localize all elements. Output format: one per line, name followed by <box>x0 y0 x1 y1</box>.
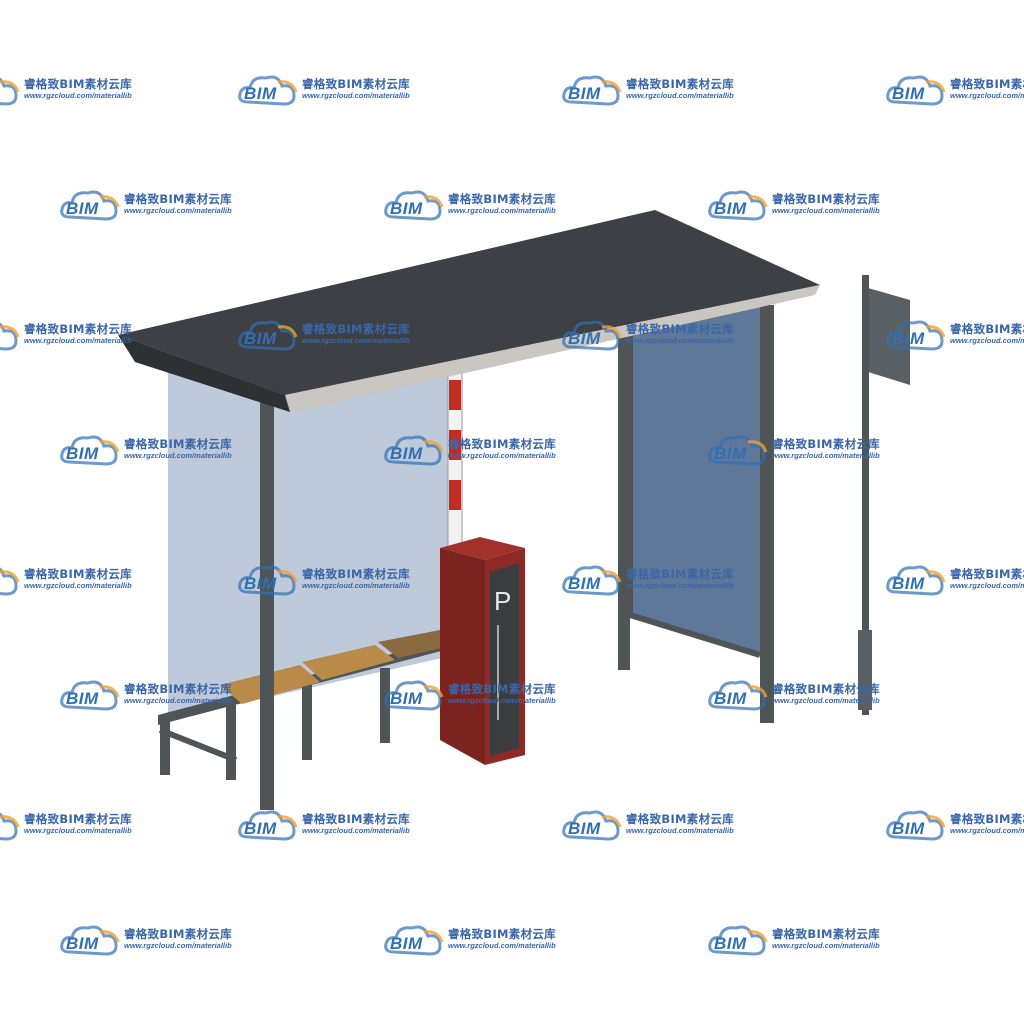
bench-seat <box>302 645 395 680</box>
front-left-post <box>260 395 274 810</box>
right-post <box>618 335 630 670</box>
bench-seat <box>378 630 455 658</box>
right-glass-panel <box>630 305 760 655</box>
kiosk-top <box>440 537 525 560</box>
right-post <box>760 305 774 723</box>
roof-edge <box>285 285 820 412</box>
sign-pole <box>862 275 869 715</box>
roof-side <box>118 335 290 412</box>
kiosk-symbol: P <box>494 586 511 616</box>
left-glass-panel <box>168 360 455 720</box>
sign-panel <box>868 288 910 385</box>
kiosk-side <box>440 548 485 765</box>
